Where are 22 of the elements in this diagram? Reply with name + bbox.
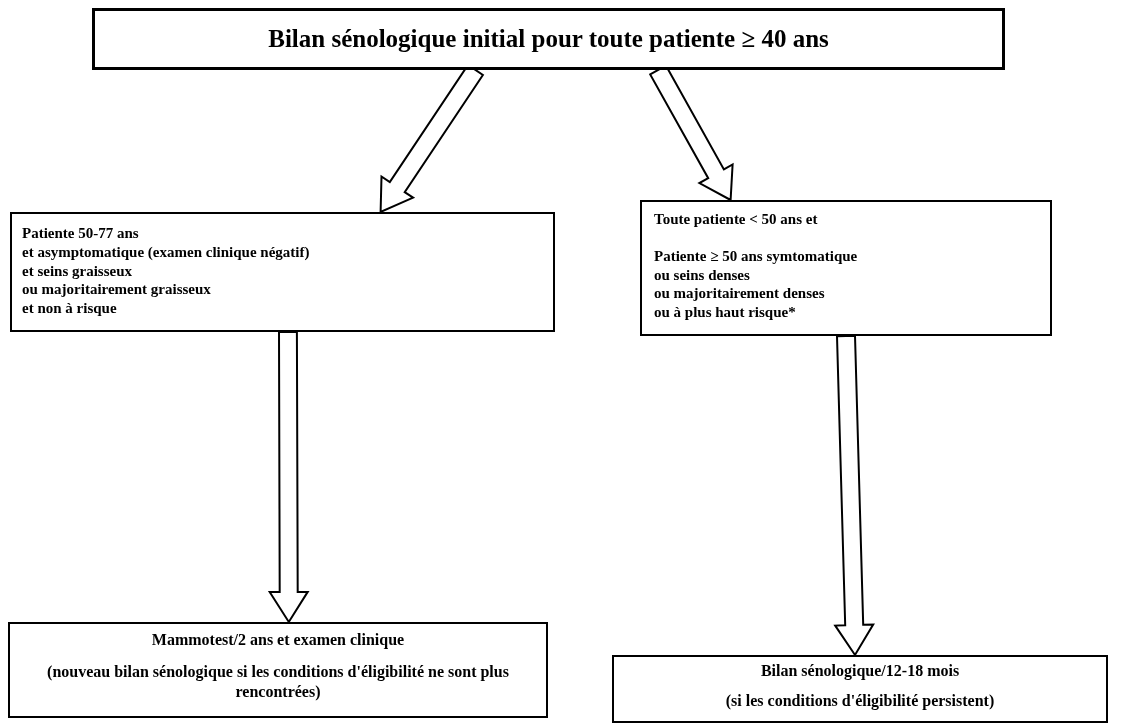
process-box	[612, 655, 1108, 723]
box-text: Patiente 50-77 ans	[22, 224, 140, 243]
process-box	[8, 622, 548, 718]
box-text: ou seins denses	[654, 265, 751, 285]
block-arrow	[267, 331, 310, 624]
title-box	[92, 8, 1005, 70]
box-text: Patiente ≥ 50 ans symtomatique	[654, 246, 859, 266]
box-text: et seins graisseux	[22, 261, 133, 281]
box-text: (nouveau bilan sénologique si les conditions d'éligibilité ne sont plus rencontrées)	[46, 662, 510, 702]
process-box	[640, 200, 1052, 336]
process-box	[10, 212, 555, 332]
block-arrow	[833, 334, 875, 657]
box-text: ou majoritairement denses	[654, 284, 826, 303]
box-text: (si les conditions d'éligibilité persistent)	[724, 691, 996, 711]
box-text: ou à plus haut risque*	[654, 303, 797, 322]
box-text: Mammotest/2 ans et examen clinique	[150, 630, 406, 650]
box-text: Bilan sénologique initial pour toute patiente ≥ 40 ans	[267, 24, 830, 55]
box-text: et non à risque	[22, 299, 118, 318]
box-text: et asymptomatique (examen clinique négatif)	[22, 242, 311, 262]
box-text: ou majoritairement graisseux	[22, 280, 212, 299]
box-text: Toute patiente < 50 ans et	[654, 210, 819, 229]
box-text: Bilan sénologique/12-18 mois	[759, 661, 961, 681]
